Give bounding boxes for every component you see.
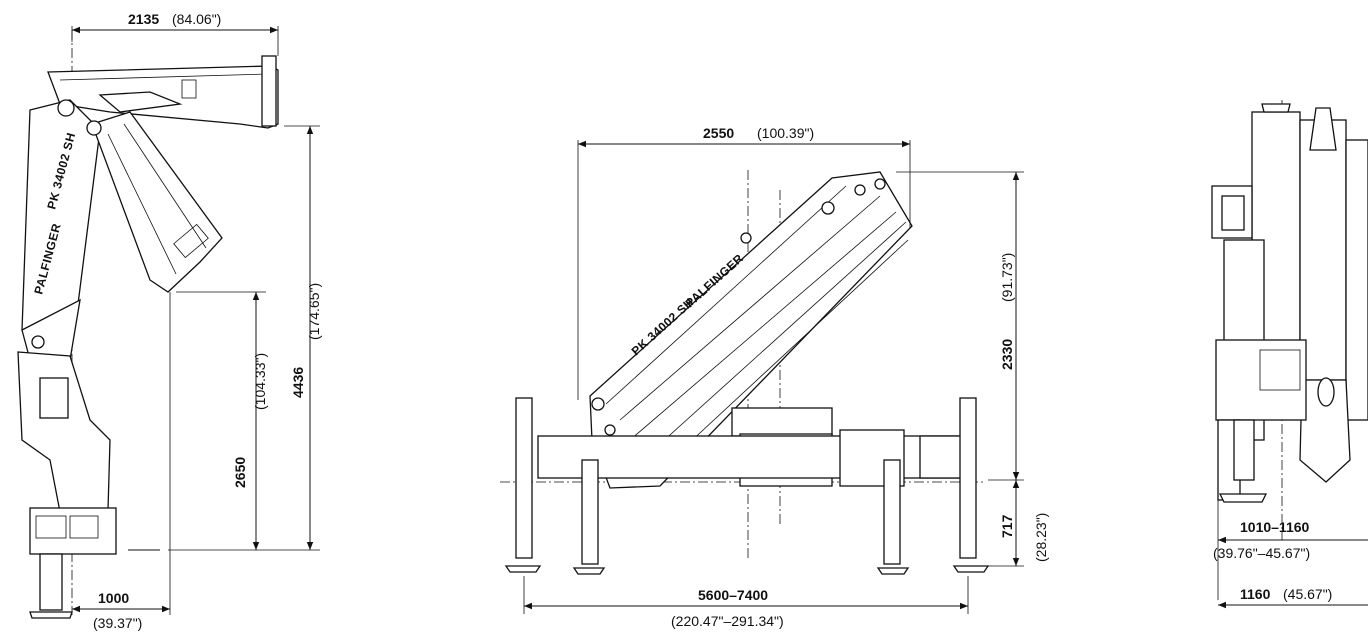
hook-height-value: 2650 [232, 457, 248, 488]
hook-height-inch: (104.33") [252, 353, 268, 410]
width-range-inch: (39.76"–45.67") [1213, 545, 1310, 561]
reach-dim-value: 2135 [128, 11, 159, 27]
base-offset-value: 1000 [98, 590, 129, 606]
width-dim-value: 2550 [703, 125, 734, 141]
height-dim-inch: (91.73") [999, 253, 1015, 302]
outrigger-span-value: 5600–7400 [698, 587, 768, 603]
rear-width-inch: (45.67") [1283, 586, 1332, 602]
total-height-value: 4436 [290, 367, 306, 398]
height-dim-value: 2330 [999, 339, 1015, 370]
base-dim-value: 717 [999, 514, 1015, 538]
reach-dim-inch: (84.06") [172, 11, 221, 27]
boom-pins [591, 178, 886, 436]
outrigger-legs [504, 397, 990, 575]
width-range-value: 1010–1160 [1240, 519, 1310, 535]
rear-width-value: 1160 [1240, 586, 1271, 602]
base-dim-inch: (28.23") [1033, 513, 1049, 562]
front-view: PK 34002 SH PALFINGER 2550 (100.39") [500, 125, 1049, 629]
total-height-inch: (174.65") [306, 283, 322, 340]
left-side-view: PALFINGER PK 34002 SH 2135 (84.06") 4 [17, 11, 322, 631]
base-offset-inch: (39.37") [93, 615, 142, 631]
width-dim-inch: (100.39") [757, 125, 814, 141]
outrigger-span-inch: (220.47"–291.34") [671, 613, 784, 629]
rear-view: 1010–1160 (39.76"–45.67") 1160 (45.67") [1211, 100, 1368, 609]
